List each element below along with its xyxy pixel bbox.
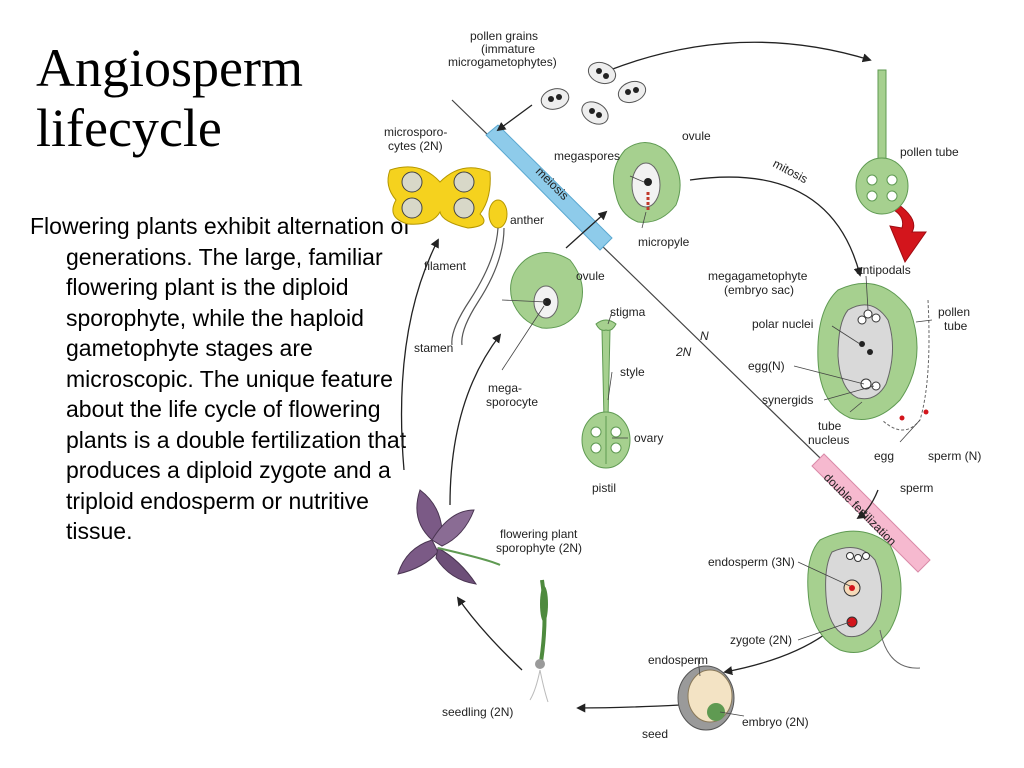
label-antipodals: antipodals xyxy=(856,263,911,277)
label-egg-n: egg(N) xyxy=(748,359,785,373)
body-paragraph: Flowering plants exhibit alternation of … xyxy=(30,213,410,544)
label-flowering-plant-1: flowering plant xyxy=(500,527,578,541)
label-micropyle: micropyle xyxy=(638,235,690,249)
label-ovule-mid: ovule xyxy=(576,269,605,283)
label-endosperm: endosperm xyxy=(648,653,708,667)
label-endosperm-3n: endosperm (3N) xyxy=(708,555,795,569)
label-pollen-tube-right-2: tube xyxy=(944,319,968,333)
label-egg: egg xyxy=(874,449,894,463)
label-microsporocytes-2: cytes (2N) xyxy=(388,139,443,153)
label-sperm: sperm xyxy=(900,481,933,495)
stamen xyxy=(451,199,508,346)
title-line-2: lifecycle xyxy=(36,98,222,158)
pollen-tube-germinating xyxy=(855,69,909,215)
label-stigma: stigma xyxy=(610,305,646,319)
pollen-grains xyxy=(540,61,647,125)
label-diploid-2n: 2N xyxy=(675,345,692,359)
ovule-mid xyxy=(510,252,583,329)
label-pollen-grains-1: pollen grains xyxy=(470,29,538,43)
label-megagametophyte-1: megagametophyte xyxy=(708,269,808,283)
label-pollen-tube-top: pollen tube xyxy=(900,145,959,159)
embryo-sac xyxy=(817,282,930,431)
label-tube-nucleus-1: tube xyxy=(818,419,842,433)
label-seedling: seedling (2N) xyxy=(442,705,513,719)
leader-lines xyxy=(501,175,933,717)
diagram-labels: pollen grains (immature microgametophyte… xyxy=(384,29,981,741)
label-ovule-top: ovule xyxy=(682,129,711,143)
label-megagametophyte-2: (embryo sac) xyxy=(724,283,794,297)
label-tube-nucleus-2: nucleus xyxy=(808,433,849,447)
label-synergids: synergids xyxy=(762,393,813,407)
label-flowering-plant-2: sporophyte (2N) xyxy=(496,541,582,555)
flowering-plant xyxy=(397,489,501,585)
label-microsporocytes-1: microsporo- xyxy=(384,125,447,139)
label-haploid-n: N xyxy=(700,329,709,343)
microsporocytes xyxy=(387,166,491,229)
meiosis-band: meiosis xyxy=(485,124,613,251)
label-megaspores: megaspores xyxy=(554,149,620,163)
label-megasporocyte-1: mega- xyxy=(488,381,522,395)
label-seed: seed xyxy=(642,727,668,741)
label-mitosis: mitosis xyxy=(771,156,811,186)
seed xyxy=(677,665,735,731)
label-megasporocyte-2: sporocyte xyxy=(486,395,538,409)
slide-title: Angiosperm lifecycle xyxy=(36,38,376,158)
label-embryo: embryo (2N) xyxy=(742,715,809,729)
label-pistil: pistil xyxy=(592,481,616,495)
label-filament: filament xyxy=(424,259,467,273)
label-style: style xyxy=(620,365,645,379)
label-sperm-n: sperm (N) xyxy=(928,449,981,463)
label-pollen-tube-right-1: pollen xyxy=(938,305,970,319)
angiosperm-lifecycle-diagram: meiosis double fertilization xyxy=(384,29,981,741)
seedling xyxy=(529,579,549,703)
ovule-top xyxy=(613,142,681,223)
label-anther: anther xyxy=(510,213,544,227)
pistil xyxy=(581,319,631,469)
label-pollen-grains-2: (immature xyxy=(481,42,535,56)
label-zygote: zygote (2N) xyxy=(730,633,792,647)
label-polar-nuclei: polar nuclei xyxy=(752,317,813,331)
title-line-1: Angiosperm xyxy=(36,38,303,98)
label-ovary: ovary xyxy=(634,431,663,445)
label-stamen: stamen xyxy=(414,341,453,355)
label-pollen-grains-3: microgametophytes) xyxy=(448,55,557,69)
fertilized-ovule xyxy=(807,530,921,669)
